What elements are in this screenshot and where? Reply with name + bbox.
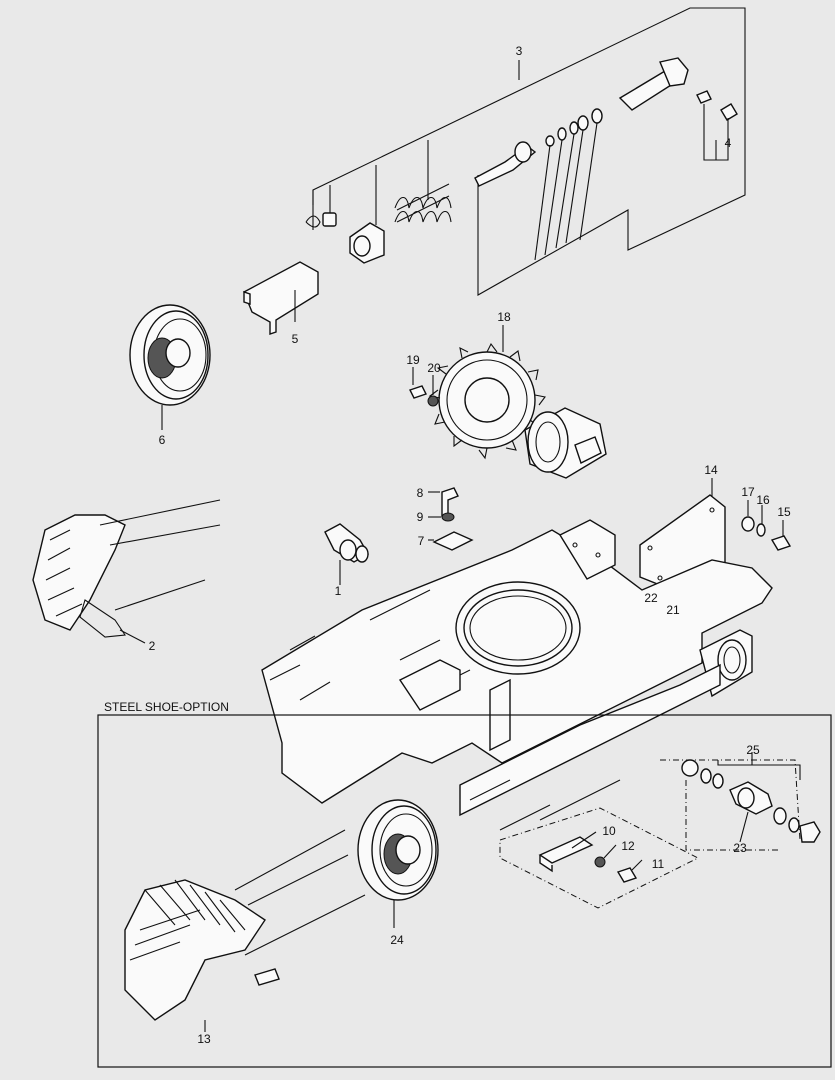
- callout-7: 7: [418, 534, 425, 548]
- cover-washer-b: [756, 523, 766, 537]
- callout-5: 5: [292, 332, 299, 346]
- callout-22: 22: [644, 591, 658, 605]
- callout-12: 12: [621, 839, 635, 853]
- callout-24: 24: [390, 933, 404, 947]
- callout-17: 17: [741, 485, 755, 499]
- sprocket-bolt: [409, 385, 427, 399]
- idler-fork: [243, 261, 319, 335]
- steel-idler-wheel: [357, 799, 439, 928]
- callout-4: 4: [725, 136, 732, 150]
- callout-16: 16: [756, 493, 770, 507]
- lock-washer: [427, 395, 439, 407]
- travel-motor: [524, 407, 607, 479]
- grease-fitting: [696, 90, 712, 104]
- callout-14: 14: [704, 463, 718, 477]
- plate-washer: [441, 512, 455, 522]
- bottom-roller: [324, 523, 369, 585]
- callout-6: 6: [159, 433, 166, 447]
- cotter-pin: [305, 215, 321, 228]
- callout-labels: 1234567891011121314151617181920212223242…: [149, 44, 791, 1046]
- shoe-plate: [538, 836, 594, 873]
- castle-nut: [322, 212, 337, 227]
- cover-washer-a: [741, 516, 755, 532]
- option-box: [97, 714, 832, 1068]
- callout-25: 25: [746, 743, 760, 757]
- drive-sprocket: [428, 325, 546, 460]
- callout-9: 9: [417, 510, 424, 524]
- grease-valve: [720, 103, 738, 121]
- callout-8: 8: [417, 486, 424, 500]
- callout-21: 21: [666, 603, 680, 617]
- callout-23: 23: [733, 841, 747, 855]
- plate-bolt: [441, 487, 459, 517]
- callout-15: 15: [777, 505, 791, 519]
- tension-assembly-group: [305, 7, 746, 296]
- callout-13: 13: [197, 1032, 211, 1046]
- tension-spring: [394, 183, 452, 223]
- steel-roller-group: [681, 752, 821, 843]
- callout-19: 19: [406, 353, 420, 367]
- steel-track: [124, 829, 366, 1032]
- callout-3: 3: [516, 44, 523, 58]
- front-idler-wheel: [129, 304, 211, 430]
- callout-20: 20: [427, 361, 441, 375]
- callout-11: 11: [652, 857, 665, 871]
- shoe-washer: [594, 856, 606, 868]
- mounting-plate: [432, 531, 474, 551]
- callout-1: 1: [335, 584, 342, 598]
- shoe-bolt: [616, 867, 638, 883]
- track-frame: [261, 519, 773, 831]
- callout-2: 2: [149, 639, 156, 653]
- rubber-track: [32, 499, 221, 644]
- cover-bolt: [770, 535, 792, 551]
- section-title: STEEL SHOE-OPTION: [104, 700, 229, 714]
- callout-10: 10: [602, 824, 616, 838]
- callout-18: 18: [497, 310, 511, 324]
